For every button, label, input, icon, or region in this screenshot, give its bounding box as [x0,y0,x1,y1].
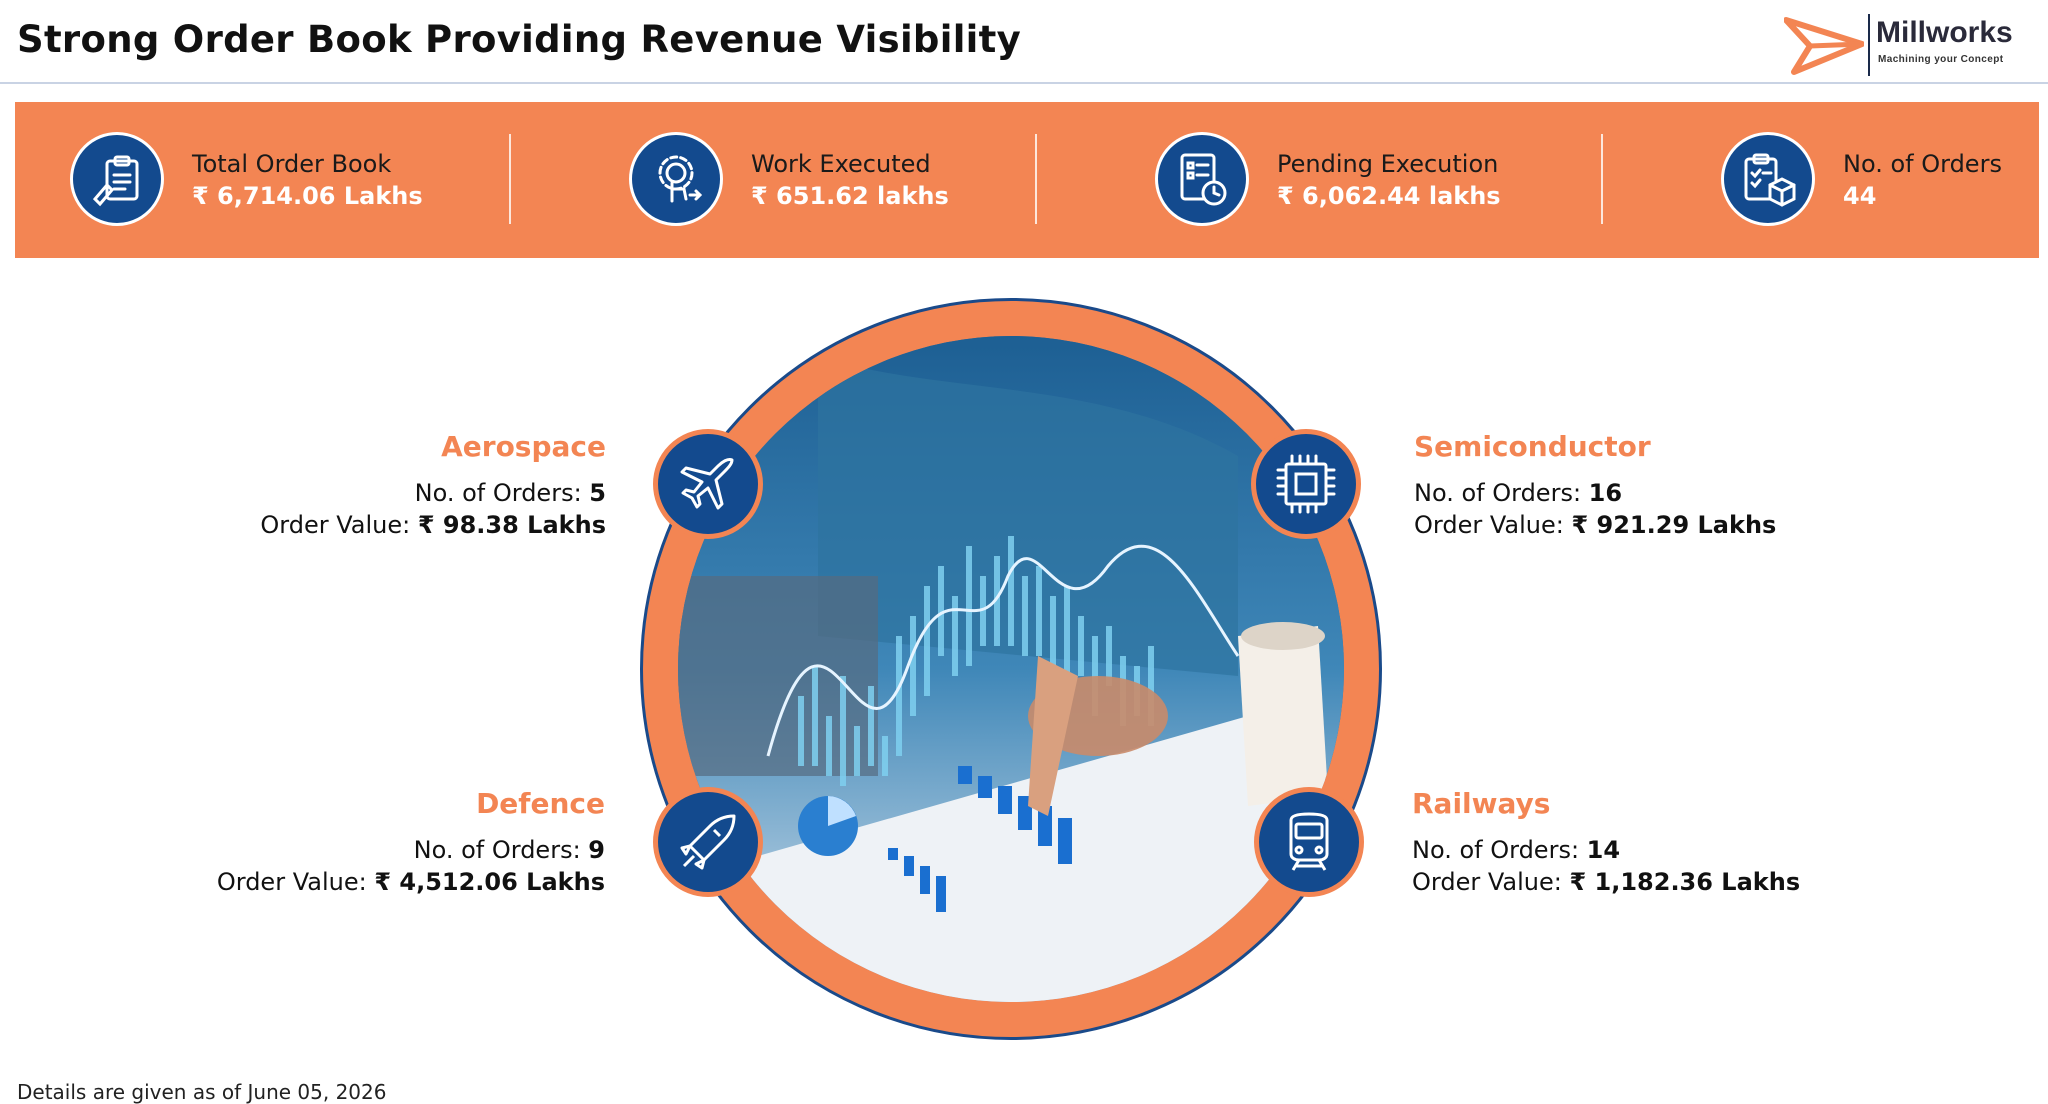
train-icon [1254,787,1364,897]
airplane-icon [653,429,763,539]
stat-label: Work Executed [751,150,931,178]
segment-semiconductor: Semiconductor No. of Orders: 16 Order Va… [1414,430,1934,541]
segment-aerospace: Aerospace No. of Orders: 5 Order Value: … [86,430,606,541]
stat-separator [1601,134,1603,224]
gear-hand-icon [629,132,723,226]
brand-logo: Millworks Machining your Concept [1784,12,2034,78]
brand-tagline: Machining your Concept [1878,54,2004,65]
orders-count: 5 [589,479,606,507]
stat-value: ₹ 651.62 lakhs [751,182,949,210]
segment-title: Aerospace [441,430,606,463]
value-label: Order Value: [260,511,411,539]
stat-value: 44 [1843,182,1877,210]
order-value: ₹ 98.38 Lakhs [417,511,606,539]
clipboard-box-icon [1721,132,1815,226]
orders-count: 9 [588,836,605,864]
stat-separator [1035,134,1037,224]
footnote: Details are given as of June 05, 2026 [17,1080,387,1104]
page-title: Strong Order Book Providing Revenue Visi… [17,18,1022,61]
orders-label: No. of Orders: [1412,836,1580,864]
brand-name: Millworks [1876,16,2013,49]
stat-separator [509,134,511,224]
paper-plane-icon [1784,17,1864,75]
value-label: Order Value: [1414,511,1564,539]
value-label: Order Value: [216,868,367,896]
segment-railways: Railways No. of Orders: 14 Order Value: … [1412,787,1932,898]
value-label: Order Value: [1412,868,1562,896]
logo-divider [1868,14,1870,76]
header-divider [0,82,2048,84]
stat-label: Total Order Book [192,150,392,178]
chip-icon [1251,429,1361,539]
missile-icon [653,787,763,897]
segment-title: Railways [1412,787,1551,820]
stat-value: ₹ 6,062.44 lakhs [1277,182,1501,210]
order-value: ₹ 921.29 Lakhs [1571,511,1777,539]
stat-value: ₹ 6,714.06 Lakhs [192,182,423,210]
orders-label: No. of Orders: [1414,479,1582,507]
segment-defence: Defence No. of Orders: 9 Order Value: ₹ … [85,787,605,898]
order-value: ₹ 1,182.36 Lakhs [1569,868,1801,896]
stat-label: No. of Orders [1843,150,2002,178]
orders-label: No. of Orders: [414,479,582,507]
clipboard-pen-icon [70,132,164,226]
segment-title: Semiconductor [1414,430,1651,463]
orders-label: No. of Orders: [413,836,581,864]
order-value: ₹ 4,512.06 Lakhs [374,868,605,896]
stats-band: Total Order Book ₹ 6,714.06 Lakhs Work E… [15,102,2039,258]
orders-count: 16 [1588,479,1623,507]
stat-label: Pending Execution [1277,150,1499,178]
segment-title: Defence [476,787,605,820]
checklist-clock-icon [1155,132,1249,226]
business-analytics-photo [678,336,1344,1002]
orders-count: 14 [1586,836,1621,864]
